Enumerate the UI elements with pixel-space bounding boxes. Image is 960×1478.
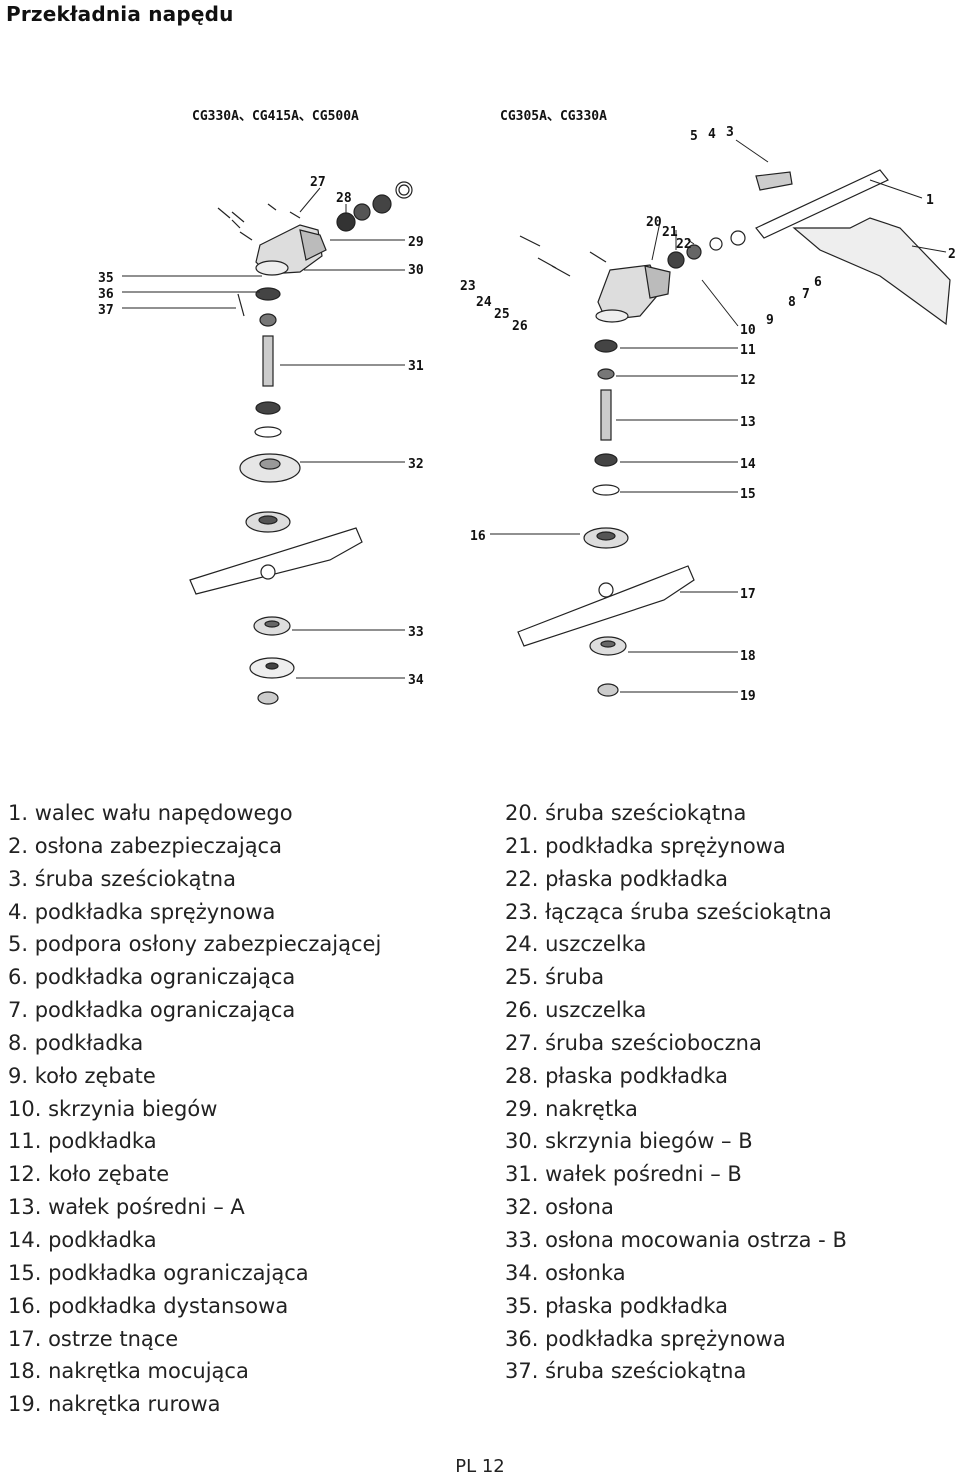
right-bearings [667,230,746,269]
label-10: 10 [740,323,756,338]
legend-item: 36. podkładka sprężynowa [505,1326,786,1351]
legend-item: 30. skrzynia biegów – B [505,1129,753,1154]
label-6: 6 [814,275,822,290]
legend-item: 2. osłona zabezpieczająca [8,833,282,858]
legend-item: 35. płaska podkładka [505,1293,729,1318]
legend-item: 17. ostrze tnące [8,1326,179,1351]
legend-item: 23. łącząca śruba sześciokątna [505,899,832,924]
legend-item: 34. osłonka [505,1260,626,1285]
left-blade [189,527,363,595]
label-11: 11 [740,343,756,358]
legend-item: 32. osłona [505,1195,614,1220]
caption-left-models: CG330A、CG415A、CG500A [192,109,359,124]
legend-item: 5. podpora osłony zabezpieczającej [8,932,382,957]
parts-legend-right: 20. śruba sześciokątna 21. podkładka spr… [505,797,955,1388]
legend-item: 6. podkładka ograniczająca [8,965,296,990]
legend-item: 33. osłona mocowania ostrza - B [505,1227,847,1252]
legend-item: 4. podkładka sprężynowa [8,899,276,924]
label-23: 23 [460,279,476,294]
legend-item: 28. płaska podkładka [505,1063,729,1088]
label-19: 19 [740,689,756,704]
legend-item: 31. wałek pośredni – B [505,1162,742,1187]
label-20: 20 [646,215,662,230]
legend-item: 13. wałek pośredni – A [8,1195,245,1220]
legend-item: 1. walec wału napędowego [8,801,293,825]
label-17: 17 [740,587,756,602]
right-screws [519,235,607,277]
legend-item: 25. śruba [505,965,605,990]
legend-item: 11. podkładka [8,1129,157,1154]
label-8: 8 [788,295,796,310]
label-30: 30 [408,263,424,278]
legend-item: 3. śruba sześciokątna [8,866,236,891]
label-18: 18 [740,649,756,664]
parts-legend-left: 1. walec wału napędowego 2. osłona zabez… [8,797,478,1421]
right-shaft-stack [583,339,629,549]
label-26: 26 [512,319,528,334]
label-22: 22 [676,237,692,252]
label-28: 28 [336,191,352,206]
label-1: 1 [926,193,934,208]
label-13: 13 [740,415,756,430]
left-bottom-parts [249,616,295,705]
page-number: PL 12 [455,1456,505,1477]
label-29: 29 [408,235,424,250]
label-3: 3 [726,125,734,140]
left-shaft-stack [239,287,301,533]
label-34: 34 [408,673,424,688]
leader-lines [122,139,947,693]
exploded-view-diagram: CG330A、CG415A、CG500A CG305A、CG330A 1 2 3… [0,80,960,720]
legend-item: 27. śruba sześcioboczna [505,1030,762,1055]
label-35: 35 [98,271,114,286]
label-24: 24 [476,295,492,310]
page-title: Przekładnia napędu [6,2,234,26]
label-25: 25 [494,307,510,322]
legend-item: 19. nakrętka rurowa [8,1392,221,1417]
label-14: 14 [740,457,756,472]
legend-item: 29. nakrętka [505,1096,638,1121]
label-21: 21 [662,225,678,240]
legend-item: 12. koło zębate [8,1162,170,1187]
legend-item: 14. podkładka [8,1227,157,1252]
legend-item: 9. koło zębate [8,1063,156,1088]
drive-shaft-tube [755,169,889,239]
label-16: 16 [470,529,486,544]
right-blade [517,565,695,647]
left-gearbox [255,224,327,276]
legend-item: 7. podkładka ograniczająca [8,998,296,1023]
legend-item: 20. śruba sześciokątna [505,801,747,825]
label-33: 33 [408,625,424,640]
right-bottom-parts [589,636,627,697]
label-12: 12 [740,373,756,388]
caption-right-models: CG305A、CG330A [500,109,607,124]
label-7: 7 [802,287,810,302]
label-9: 9 [766,313,774,328]
label-31: 31 [408,359,424,374]
left-bearings [336,181,413,232]
legend-item: 10. skrzynia biegów [8,1096,218,1121]
label-5: 5 [690,129,698,144]
legend-item: 22. płaska podkładka [505,866,729,891]
label-2: 2 [948,247,956,262]
label-36: 36 [98,287,114,302]
label-27: 27 [310,175,326,190]
legend-item: 16. podkładka dystansowa [8,1293,289,1318]
label-4: 4 [708,127,716,142]
legend-item: 37. śruba sześciokątna [505,1359,747,1384]
legend-item: 18. nakrętka mocująca [8,1359,249,1384]
label-32: 32 [408,457,424,472]
gear-assembly-drawing: CG330A、CG415A、CG500A CG305A、CG330A 1 2 3… [98,109,956,705]
legend-item: 24. uszczelka [505,932,647,957]
legend-item: 26. uszczelka [505,998,647,1023]
label-37: 37 [98,303,114,318]
right-gearbox [595,264,671,323]
label-15: 15 [740,487,756,502]
legend-item: 21. podkładka sprężynowa [505,833,786,858]
legend-item: 15. podkładka ograniczająca [8,1260,309,1285]
legend-item: 8. podkładka [8,1030,144,1055]
left-screws [217,203,301,317]
guard-shield [792,217,951,326]
